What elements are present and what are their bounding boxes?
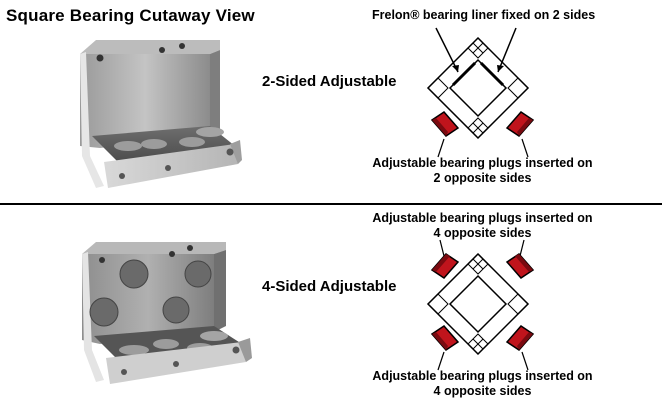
caption-plugs-4-sides-top-line2: 4 opposite sides xyxy=(433,226,532,240)
bearing-photo-4-sided xyxy=(82,242,252,384)
plug-icon-left-top xyxy=(430,111,460,137)
cutaway-diagram-2-sided xyxy=(426,27,530,140)
caption-plugs-4-sides-bottom-line2: 4 opposite sides xyxy=(433,384,532,398)
caption-plugs-2-sides-line2: 2 opposite sides xyxy=(433,171,532,185)
section-divider xyxy=(0,203,662,205)
leader-lines-upper-plugs xyxy=(439,239,525,257)
label-4-sided-adjustable: 4-Sided Adjustable xyxy=(262,278,397,295)
caption-plugs-4-sides-top-line1: Adjustable bearing plugs inserted on xyxy=(372,211,593,225)
plug-icon-lower-right xyxy=(505,325,535,351)
caption-plugs-4-sides-bottom-line1: Adjustable bearing plugs inserted on xyxy=(372,369,593,383)
caption-frelon-liner: Frelon® bearing liner fixed on 2 sides xyxy=(372,8,596,22)
plug-icon-upper-left xyxy=(430,253,460,279)
caption-plugs-2-sides-line1: Adjustable bearing plugs inserted on xyxy=(372,156,593,170)
cutaway-diagram-4-sided xyxy=(426,252,530,356)
leader-lines-top-plugs xyxy=(437,138,529,158)
bearing-photo-2-sided xyxy=(80,40,242,188)
page-title: Square Bearing Cutaway View xyxy=(6,6,255,25)
leader-lines-lower-plugs xyxy=(437,351,529,371)
plug-icon-lower-left xyxy=(430,325,460,351)
plug-icon-upper-right xyxy=(505,253,535,279)
label-2-sided-adjustable: 2-Sided Adjustable xyxy=(262,73,397,90)
plug-icon-right-top xyxy=(505,111,535,137)
